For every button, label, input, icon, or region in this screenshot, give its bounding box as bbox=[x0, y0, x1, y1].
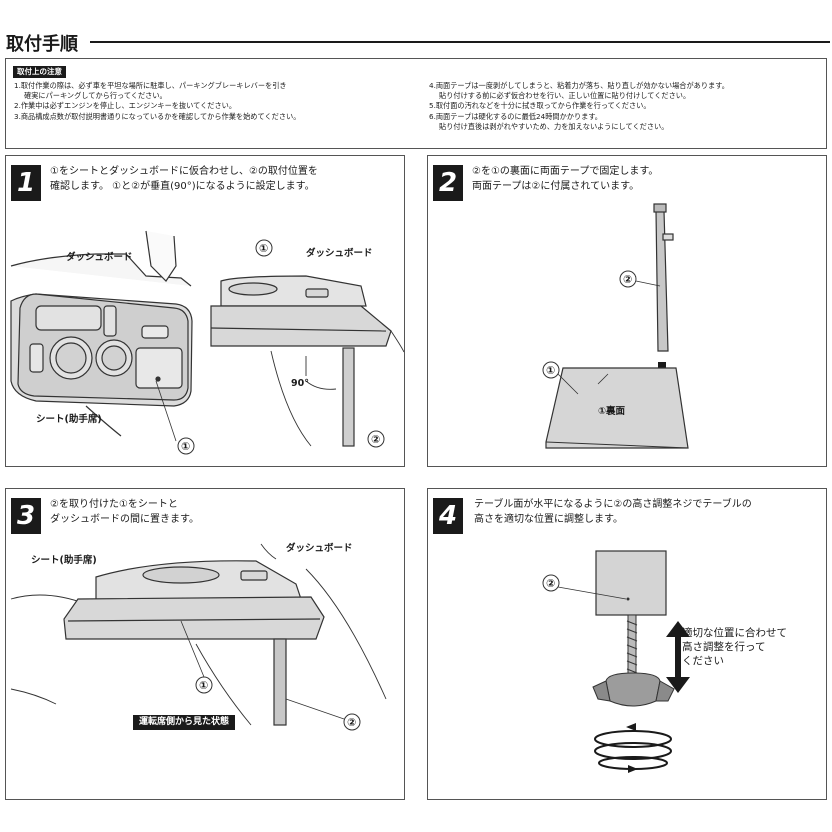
notice-box: 取付上の注意 1.取付作業の際は、必ず車を平坦な場所に駐車し、パーキングブレーキ… bbox=[5, 58, 827, 149]
callout-part1-b: ① bbox=[177, 437, 195, 455]
label-back-side: ①裏面 bbox=[598, 405, 626, 417]
step-1-panel: 1 ①をシートとダッシュボードに仮合わせし、②の取付位置を 確認します。 ①と②… bbox=[5, 155, 405, 467]
step-4-panel: 4 テーブル面が水平になるように②の高さ調整ネジでテーブルの 高さを適切な位置に… bbox=[427, 488, 827, 800]
svg-text:②: ② bbox=[371, 433, 380, 446]
dashboard-tray-front-view bbox=[10, 230, 193, 442]
notice-badge: 取付上の注意 bbox=[13, 66, 66, 78]
label-seat: シート(助手席) bbox=[31, 554, 97, 566]
step-3-panel: 3 ②を取り付けた①をシートと ダッシュボードの間に置きます。 シート(助手席)… bbox=[5, 488, 405, 800]
notice-line: 貼り付けする前に必ず仮合わせを行い、正しい位置に貼り付けしてください。 bbox=[439, 91, 691, 101]
label-dashboard-a: ダッシュボード bbox=[66, 251, 133, 263]
view-caption: 運転席側から見た状態 bbox=[133, 715, 236, 730]
step-3-illustration: シート(助手席) ダッシュボード ① ② bbox=[10, 542, 387, 731]
svg-text:①: ① bbox=[199, 679, 208, 692]
step-line: ②を①の裏面に両面テープで固定します。 bbox=[472, 166, 659, 177]
step-number: 4 bbox=[433, 498, 463, 534]
label-seat: シート(助手席) bbox=[36, 413, 102, 425]
step-1-illustration: ダッシュボード ダッシュボード シート(助手席) 90° ① ① ② bbox=[10, 230, 404, 455]
title-rule bbox=[90, 41, 830, 43]
notice-line: 2.作業中は必ずエンジンを停止し、エンジンキーを抜いてください。 bbox=[14, 101, 237, 111]
step-line: ②を取り付けた①をシートと bbox=[50, 499, 178, 510]
label-angle: 90° bbox=[291, 378, 309, 389]
adjust-line: 適切な位置に合わせて bbox=[682, 627, 787, 639]
step-line: ダッシュボードの間に置きます。 bbox=[50, 514, 199, 525]
callout-part2: ② bbox=[343, 713, 361, 731]
svg-text:②: ② bbox=[623, 273, 632, 286]
callout-part1: ① bbox=[542, 361, 560, 379]
notice-line: 5.取付面の汚れなどを十分に拭き取ってから作業を行ってください。 bbox=[429, 101, 651, 111]
step-2-illustration: ①裏面 ② ① bbox=[542, 203, 689, 449]
notice-left-column: 1.取付作業の際は、必ず車を平坦な場所に駐車し、パーキングブレーキレバーを引き … bbox=[14, 81, 300, 122]
page-title: 取付手順 bbox=[6, 30, 84, 56]
svg-text:①: ① bbox=[259, 242, 268, 255]
callout-part2: ② bbox=[367, 430, 385, 448]
step-instruction: テーブル面が水平になるように②の高さ調整ネジでテーブルの 高さを適切な位置に調整… bbox=[474, 497, 752, 527]
step-number: 3 bbox=[11, 498, 41, 534]
svg-text:②: ② bbox=[347, 716, 356, 729]
step-instruction: ②を①の裏面に両面テープで固定します。 両面テープは②に付属されています。 bbox=[472, 164, 658, 194]
svg-text:①: ① bbox=[546, 364, 555, 377]
step-line: 両面テープは②に付属されています。 bbox=[472, 181, 640, 192]
notice-right-column: 4.両面テープは一度剥がしてしまうと、粘着力が落ち、貼り直しが効かない場合があり… bbox=[429, 81, 729, 132]
step-number: 1 bbox=[11, 165, 41, 201]
label-dashboard: ダッシュボード bbox=[286, 542, 353, 554]
svg-text:②: ② bbox=[546, 577, 555, 590]
adjust-instruction: 適切な位置に合わせて 高さ調整を行って ください bbox=[682, 626, 787, 668]
label-dashboard-b: ダッシュボード bbox=[306, 247, 373, 259]
step-number: 2 bbox=[433, 165, 463, 201]
notice-line: 貼り付け直後は剥がれやすいため、力を加えないようにしてください。 bbox=[439, 121, 669, 131]
notice-line: 1.取付作業の際は、必ず車を平坦な場所に駐車し、パーキングブレーキレバーを引き bbox=[14, 81, 287, 90]
dashboard-tray-side-view bbox=[210, 275, 404, 447]
adjust-line: 高さ調整を行って bbox=[682, 641, 766, 653]
notice-line: 6.両面テープは硬化するのに最低24時間かかります。 bbox=[429, 111, 602, 121]
callout-part2: ② bbox=[619, 270, 637, 288]
notice-line: 3.商品構成点数が取付説明書通りになっているかを確認してから作業を始めてください… bbox=[14, 111, 301, 121]
adjust-line: ください bbox=[682, 655, 724, 667]
tray-underside bbox=[545, 367, 689, 449]
step-instruction: ①をシートとダッシュボードに仮合わせし、②の取付位置を 確認します。 ①と②が垂… bbox=[50, 164, 318, 194]
step-line: 確認します。 ①と②が垂直(90°)になるように設定します。 bbox=[50, 181, 315, 192]
adjust-screw-icon bbox=[592, 614, 675, 707]
leg-part bbox=[653, 203, 674, 352]
callout-part1: ① bbox=[255, 239, 273, 257]
callout-part2: ② bbox=[542, 574, 560, 592]
step-line: ①をシートとダッシュボードに仮合わせし、②の取付位置を bbox=[50, 166, 318, 177]
step-4-illustration: ② bbox=[542, 550, 690, 773]
notice-line: 確実にパーキングしてから行ってください。 bbox=[24, 91, 167, 101]
up-down-arrow-icon bbox=[666, 621, 690, 693]
svg-text:①: ① bbox=[181, 440, 190, 453]
notice-line: 4.両面テープは一度剥がしてしまうと、粘着力が落ち、貼り直しが効かない場合があり… bbox=[429, 81, 729, 90]
step-2-panel: 2 ②を①の裏面に両面テープで固定します。 両面テープは②に付属されています。 … bbox=[427, 155, 827, 467]
step-line: 高さを適切な位置に調整します。 bbox=[474, 514, 623, 525]
callout-part1: ① bbox=[195, 676, 213, 694]
rotate-arrow-icon bbox=[594, 723, 672, 773]
step-instruction: ②を取り付けた①をシートと ダッシュボードの間に置きます。 bbox=[50, 497, 199, 527]
step-line: テーブル面が水平になるように②の高さ調整ネジでテーブルの bbox=[474, 499, 752, 510]
leg-bottom bbox=[595, 550, 667, 616]
